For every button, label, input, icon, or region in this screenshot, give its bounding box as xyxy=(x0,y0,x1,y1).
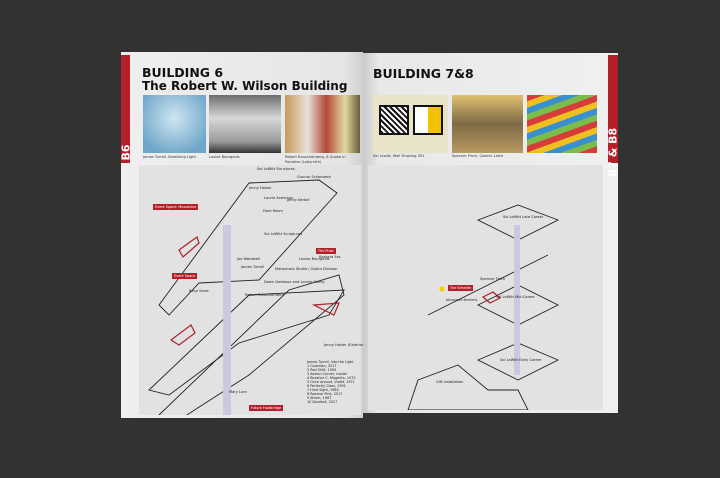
map-label: Mary Lum xyxy=(229,390,247,394)
red-label: Event Space: Mezzanine xyxy=(153,204,199,210)
map-lines xyxy=(148,179,345,415)
map-label: Sol LeWitt Structures xyxy=(257,167,295,171)
page-title: BUILDING 6 xyxy=(142,65,224,80)
list-item: 7 Hind Sight, 1984 xyxy=(307,388,339,392)
caption: James Turrell, Breathing Light xyxy=(143,155,196,159)
map-label: Robert Rauschenberg xyxy=(245,293,284,297)
photo-finch xyxy=(452,95,523,153)
photo-lewitt xyxy=(373,95,448,153)
map-lines xyxy=(407,204,560,410)
map-label: Sol LeWitt Mid-Career xyxy=(496,295,535,299)
map-label: Sol LeWitt Late Career xyxy=(503,215,544,219)
map-label: Sol LeWitt Early Career xyxy=(500,358,542,362)
floor-map: Event Space: Mezzanine The Prow Event Sp… xyxy=(139,165,365,415)
map-label: Dark Room xyxy=(263,209,283,213)
list-title: James Turrell, Into the Light xyxy=(307,360,354,364)
list-item: 9 Afrum, 1967 xyxy=(307,396,332,400)
map-label: Jenny Holzer (Exterior) xyxy=(324,343,365,347)
list-item: 4 Beatrice C. Magenta, 1970 xyxy=(307,376,356,380)
photo-lewitt-wall xyxy=(527,95,597,153)
building-tab: B6 xyxy=(119,55,132,163)
map-label: Spencer Finch xyxy=(480,277,506,281)
red-label: Future Footbridge xyxy=(249,405,284,411)
page-subtitle: The Robert W. Wilson Building xyxy=(142,79,348,93)
map-label: Gunnar Schonbeck xyxy=(297,175,332,179)
caption: Louise Bourgeois xyxy=(209,155,240,159)
map-label: Barbara Ess xyxy=(319,255,341,259)
list-item: 8 Raemar Pink, 2017 xyxy=(307,392,343,396)
list-item: 10 Dovetail, 2017 xyxy=(307,400,338,404)
right-page: B7 & B8 BUILDING 7&8 Sol Lewitt, Wall Dr… xyxy=(363,53,620,413)
building-tab: B7 & B8 xyxy=(607,55,620,177)
map-label: Jenny Kerbel xyxy=(287,198,310,202)
map-label: Sol LeWitt Sculptures xyxy=(264,232,303,236)
map-label: Johannes Brahms xyxy=(446,298,478,302)
map-label: Gift Installation xyxy=(436,380,464,384)
map-label: Louise Bourgeois xyxy=(299,257,330,261)
photo-bourgeois xyxy=(209,95,281,153)
map-label: Dawn Dedeaux and Lonnie Holley xyxy=(264,280,325,284)
map-label: Matanicola Studio / Optics Division xyxy=(275,267,338,271)
red-label: The Prow xyxy=(316,248,336,254)
caption: Robert Rauschenberg, A Quake in Paradise… xyxy=(285,155,346,164)
map-label: Laurie Anderson xyxy=(264,196,294,200)
list-item: 2 Red Shift, 1995 xyxy=(307,368,337,372)
photo-rauschenberg xyxy=(285,95,360,153)
list-item: 1 Guardian, 2017 xyxy=(307,364,337,368)
page-title: BUILDING 7&8 xyxy=(373,66,474,81)
turrell-list: James Turrell, Into the Light 1 Guardian… xyxy=(307,360,356,404)
photo-turrell xyxy=(143,95,206,153)
caption: Spencer Finch, Cosmic Latte xyxy=(452,154,503,158)
map-label: Joe Wardwell xyxy=(237,257,260,261)
caption: Sol Lewitt, Wall Drawing 391 xyxy=(373,154,425,158)
left-page: B6 BUILDING 6 The Robert W. Wilson Build… xyxy=(119,52,365,418)
red-label: The Kimelife xyxy=(448,285,474,291)
map-label: Jenny Holzer xyxy=(249,186,272,190)
list-item: 5 Once Around, Violet, 1971 xyxy=(307,380,355,384)
map-label: Beryl Korot xyxy=(189,289,209,293)
floor-map: The Kimelife Sol LeWitt Late Career Spen… xyxy=(368,165,603,410)
map-label: James Turrell xyxy=(241,265,264,269)
list-item: 3 Avalon Corner, model xyxy=(307,372,347,376)
list-item: 6 Perfectly Clear, 1991 xyxy=(307,384,346,388)
red-label: Event Space xyxy=(172,273,198,279)
